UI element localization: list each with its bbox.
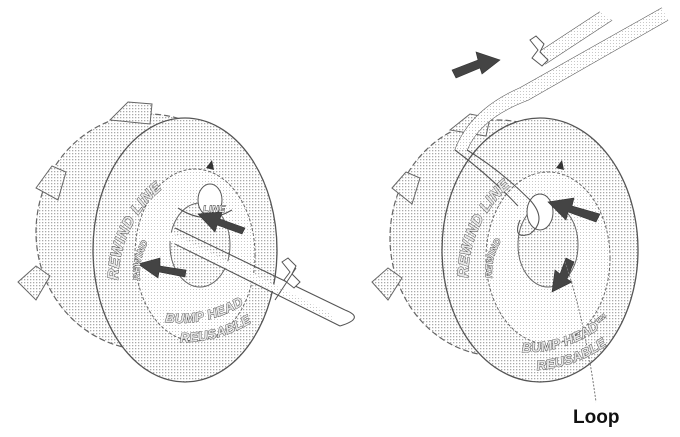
left-housing-tab-top [108, 101, 153, 125]
right-eyelet [526, 193, 554, 231]
right-trimmer-head: REWIND LINE REWIND BUMP HEAD™ REUSABLE [371, 7, 669, 403]
left-housing-tab-left [35, 165, 67, 201]
right-trimmer-line [454, 7, 669, 236]
loop-callout-label: Loop [573, 407, 620, 428]
left-arrow-lower [137, 257, 187, 279]
right-arrow-up [551, 257, 575, 293]
left-trimmer-line [168, 227, 355, 327]
left-arrow-upper [197, 211, 246, 235]
right-arrow-top [451, 51, 501, 79]
left-marker [206, 160, 214, 170]
left-trimmer-head: REWIND LINE REWIND LINE BUMP HEAD REUSAB… [17, 101, 355, 383]
right-housing-tab-left [391, 171, 421, 205]
right-line-bend [529, 35, 549, 67]
left-line-bend [281, 257, 301, 289]
left-label-line-small: LINE [203, 204, 226, 214]
right-marker [556, 160, 564, 170]
right-housing-tab-bottom [371, 267, 403, 301]
loop-leader-line [564, 261, 597, 403]
right-line-loop [466, 149, 540, 236]
right-arrow-middle [547, 197, 601, 223]
left-housing-tab-bottom [17, 265, 51, 301]
